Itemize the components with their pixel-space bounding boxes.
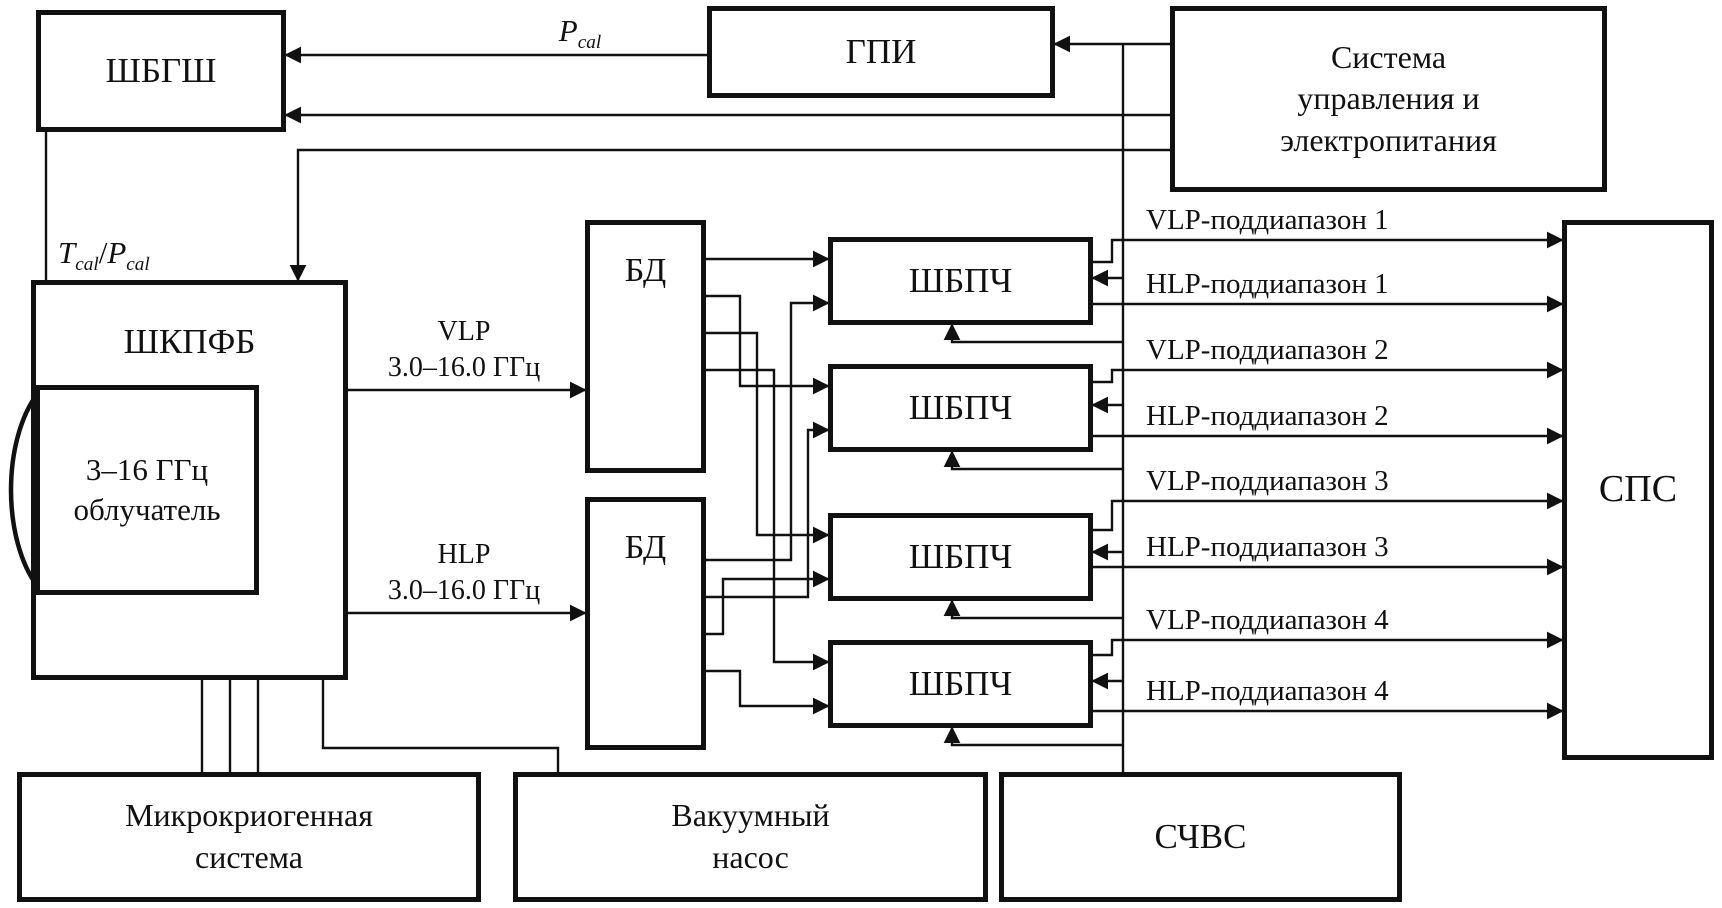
vlp-feed-label: VLP 3.0–16.0 ГГц (387, 316, 541, 383)
block-bd-bottom: БД (585, 497, 706, 750)
block-irradiator: 3–16 ГГц облучатель (35, 385, 259, 595)
line-out-vlp3 (1093, 492, 1564, 532)
block-shbpch-3-label: ШБПЧ (908, 537, 1013, 577)
block-shbpch-4: ШБПЧ (828, 640, 1093, 728)
output-label-vlp3: VLP-поддиапазон 3 (1146, 465, 1389, 497)
line-bd2-shbpch3 (706, 570, 830, 636)
line-lo-shbpch1 (943, 323, 1123, 344)
line-bd1-shbpch2 (706, 294, 830, 395)
line-vacuum (321, 680, 560, 772)
block-schvs-label: СЧВС (1154, 817, 1247, 857)
block-gpi-label: ГПИ (845, 32, 917, 72)
block-vacuum-pump: Вакуумный насос (513, 772, 988, 902)
line-bd1-shbpch3 (706, 331, 830, 544)
block-shbgsh: ШБГШ (36, 10, 286, 132)
cryogenic-line1: Микрокриогенная (125, 797, 373, 834)
line-out-vlp2 (1093, 361, 1564, 384)
block-control-system: Система управления и электропитания (1170, 6, 1607, 192)
hlp-feed-label: HLP 3.0–16.0 ГГц (387, 539, 541, 606)
line-lo-shbpch2 (943, 450, 1123, 471)
vacuum-line2: насос (712, 839, 789, 875)
block-shbpch-3: ШБПЧ (828, 513, 1093, 601)
block-shbgsh-label: ШБГШ (105, 51, 217, 91)
line-lo-shbpch3 (943, 599, 1123, 620)
output-label-hlp1: HLP-поддиапазон 1 (1146, 268, 1389, 300)
line-bd2-shbpch2 (706, 421, 830, 599)
block-sps-label: СПС (1598, 468, 1678, 511)
control-system-line1: Система (1330, 38, 1447, 75)
block-cryogenic-system: Микрокриогенная система (17, 772, 481, 902)
line-bd2-shbpch4 (706, 669, 830, 715)
block-shbpch-2: ШБПЧ (828, 364, 1093, 452)
line-out-vlp1 (1093, 231, 1564, 264)
line-out-vlp4 (1093, 631, 1564, 657)
output-label-hlp4: HLP-поддиапазон 4 (1146, 675, 1389, 707)
control-system-line3: электропитания (1280, 121, 1497, 158)
block-bd-top: БД (585, 220, 706, 473)
block-shbpch-1: ШБПЧ (828, 237, 1093, 325)
block-schvs: СЧВС (999, 772, 1402, 902)
cryogenic-line2: система (195, 839, 303, 875)
irradiator-line2: облучатель (73, 492, 221, 527)
irradiator-line1: 3–16 ГГц (85, 451, 209, 487)
control-system-line2: управления и (1297, 80, 1480, 117)
line-bd1-shbpch4 (706, 368, 830, 671)
t-cal-p-cal-label: Tcal/Pcal (58, 235, 150, 276)
block-bd-top-label: БД (624, 252, 667, 289)
vacuum-line1: Вакуумный (671, 797, 830, 834)
block-shkpfb-label: ШКПФБ (123, 322, 256, 361)
output-label-vlp1: VLP-поддиапазон 1 (1146, 204, 1389, 236)
line-bd2-shbpch1 (706, 294, 830, 562)
block-shbpch-2-label: ШБПЧ (908, 388, 1013, 428)
block-bd-bottom-label: БД (624, 529, 667, 566)
output-label-vlp2: VLP-поддиапазон 2 (1146, 334, 1389, 366)
block-shbpch-4-label: ШБПЧ (908, 664, 1013, 704)
output-label-hlp3: HLP-поддиапазон 3 (1146, 531, 1389, 563)
output-label-hlp2: HLP-поддиапазон 2 (1146, 400, 1389, 432)
block-sps: СПС (1562, 220, 1714, 760)
block-gpi: ГПИ (707, 6, 1055, 98)
p-cal-label: Pcal (558, 13, 602, 54)
line-sys-to-shkpfb (289, 148, 1170, 282)
line-lo-shbpch4 (943, 726, 1123, 747)
output-label-vlp4: VLP-поддиапазон 4 (1146, 604, 1389, 636)
block-shbpch-1-label: ШБПЧ (908, 261, 1013, 301)
